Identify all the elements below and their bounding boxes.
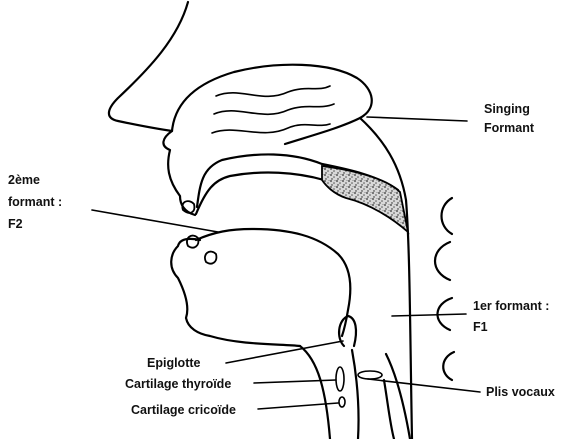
cricoid-cartilage <box>339 397 345 407</box>
label-epiglotte: Epiglotte <box>147 356 201 370</box>
leader-f2 <box>92 210 218 232</box>
turbinate-lower <box>212 124 330 133</box>
face-profile <box>109 2 195 215</box>
vertebra-1 <box>442 198 453 234</box>
leader-thyroide <box>254 380 336 383</box>
thyroid-cartilage <box>336 367 344 391</box>
lower-tooth-2 <box>205 252 216 264</box>
larynx-wall-right <box>386 354 410 439</box>
tongue <box>196 229 350 336</box>
leader-f1 <box>392 314 466 316</box>
larynx-wall-mid <box>384 380 394 439</box>
label-f1-1: 1er formant : <box>473 299 549 313</box>
lower-tooth <box>187 236 198 248</box>
turbinate-middle <box>214 104 334 114</box>
palate-lower-edge <box>196 173 324 214</box>
larynx-wall-left <box>352 350 359 439</box>
lower-lip-chin <box>171 239 300 346</box>
label-f1-2: F1 <box>473 320 488 334</box>
vertebra-4 <box>443 352 454 380</box>
label-singing-formant-1: Singing <box>484 102 530 116</box>
label-f2-3: F2 <box>8 217 23 231</box>
leader-singing-formant <box>367 117 467 121</box>
turbinate-upper <box>216 86 330 96</box>
soft-palate <box>322 166 408 232</box>
neck-front <box>300 346 330 439</box>
label-cartilage-cricoide: Cartilage cricoïde <box>131 403 236 417</box>
label-singing-formant-2: Formant <box>484 121 535 135</box>
vocal-folds <box>358 371 382 379</box>
label-f2-2: formant : <box>8 195 62 209</box>
label-plis-vocaux: Plis vocaux <box>486 385 555 399</box>
label-f2-1: 2ème <box>8 173 40 187</box>
label-cartilage-thyroide: Cartilage thyroïde <box>125 377 231 391</box>
vertebra-2 <box>435 242 450 280</box>
